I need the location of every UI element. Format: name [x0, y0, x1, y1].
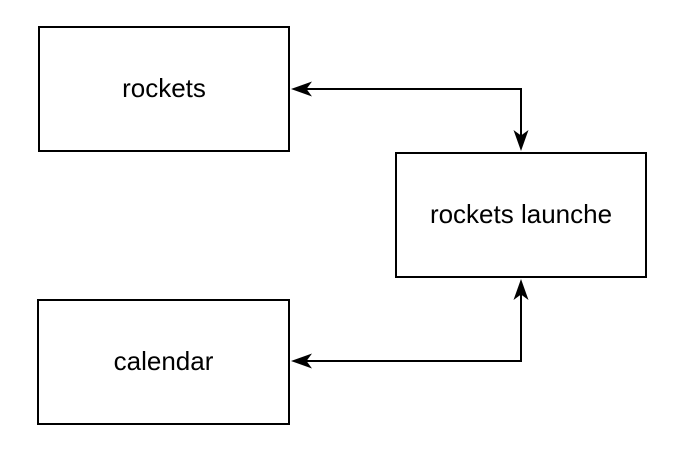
arrowhead-down-into-rockets-launche	[513, 130, 529, 151]
node-rockets-launche: rockets launche	[395, 152, 647, 278]
edge-rockets-launche--calendar	[291, 279, 529, 369]
node-rockets-launche-label: rockets launche	[429, 199, 613, 230]
arrowhead-up-into-rockets-launche	[513, 279, 529, 300]
edge-top-line	[306, 88, 522, 136]
arrowhead-left-into-calendar	[291, 353, 312, 369]
node-rockets: rockets	[38, 26, 290, 152]
edge-bottom-line	[306, 294, 522, 362]
node-calendar: calendar	[37, 299, 290, 425]
arrowhead-left-into-rockets	[291, 81, 312, 97]
node-rockets-label: rockets	[122, 73, 206, 104]
edge-rockets-launche--rockets	[291, 81, 529, 151]
node-calendar-label: calendar	[113, 346, 214, 377]
